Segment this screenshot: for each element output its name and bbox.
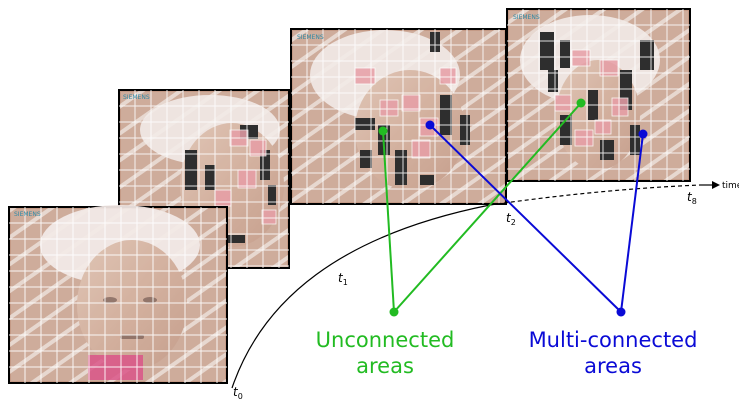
multi-anchor [616,307,626,317]
timeline-arrowhead [712,181,720,189]
timeline: time t0 t1 t2 t8 [231,181,739,401]
watermark-t1: SIEMENS [123,94,150,101]
unconnected-anchor [389,307,399,317]
multi-connected-label-line1: Multi-connected [529,328,698,352]
timeline-curve [231,204,491,389]
watermark-t8: SIEMENS [513,14,540,21]
unconnected-connectors [378,98,586,317]
unconnected-label-line1: Unconnected [316,328,455,352]
multi-point-t8 [638,129,648,139]
multi-connected-connectors [425,120,648,317]
tick-t1: t1 [338,271,348,287]
tick-t0: t0 [233,385,243,401]
watermark-t0: SIEMENS [14,211,41,218]
frame-t0: SIEMENS [8,205,228,384]
unconnected-point-t8 [576,98,586,108]
unconnected-label-line2: areas [356,354,414,378]
timeline-dashed [489,184,701,206]
watermark-t2: SIEMENS [297,34,324,41]
tick-t8: t8 [687,190,697,206]
unconnected-point-t2 [378,126,388,136]
frame-t2: SIEMENS [290,28,507,205]
time-axis-label: time [722,181,739,191]
frame-t8: SIEMENS [506,8,691,182]
multi-connected-label-line2: areas [584,354,642,378]
multi-point-t2 [425,120,435,130]
tick-t2: t2 [506,211,516,227]
